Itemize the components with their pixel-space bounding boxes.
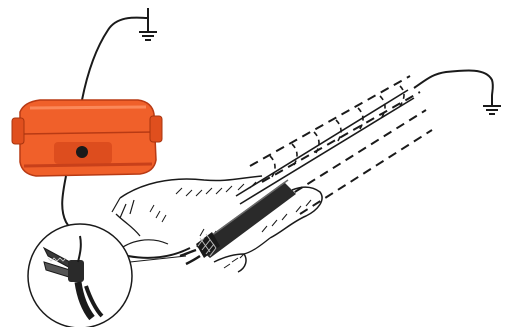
- buried-shielded-cable: [180, 90, 414, 264]
- top-ground-lead: [82, 8, 148, 100]
- orange-test-instrument-case: [12, 100, 162, 176]
- right-ground-lead: [414, 70, 493, 96]
- alligator-clip-inset: [28, 224, 186, 327]
- ground-icon: [483, 96, 501, 114]
- ground-icon: [139, 18, 157, 40]
